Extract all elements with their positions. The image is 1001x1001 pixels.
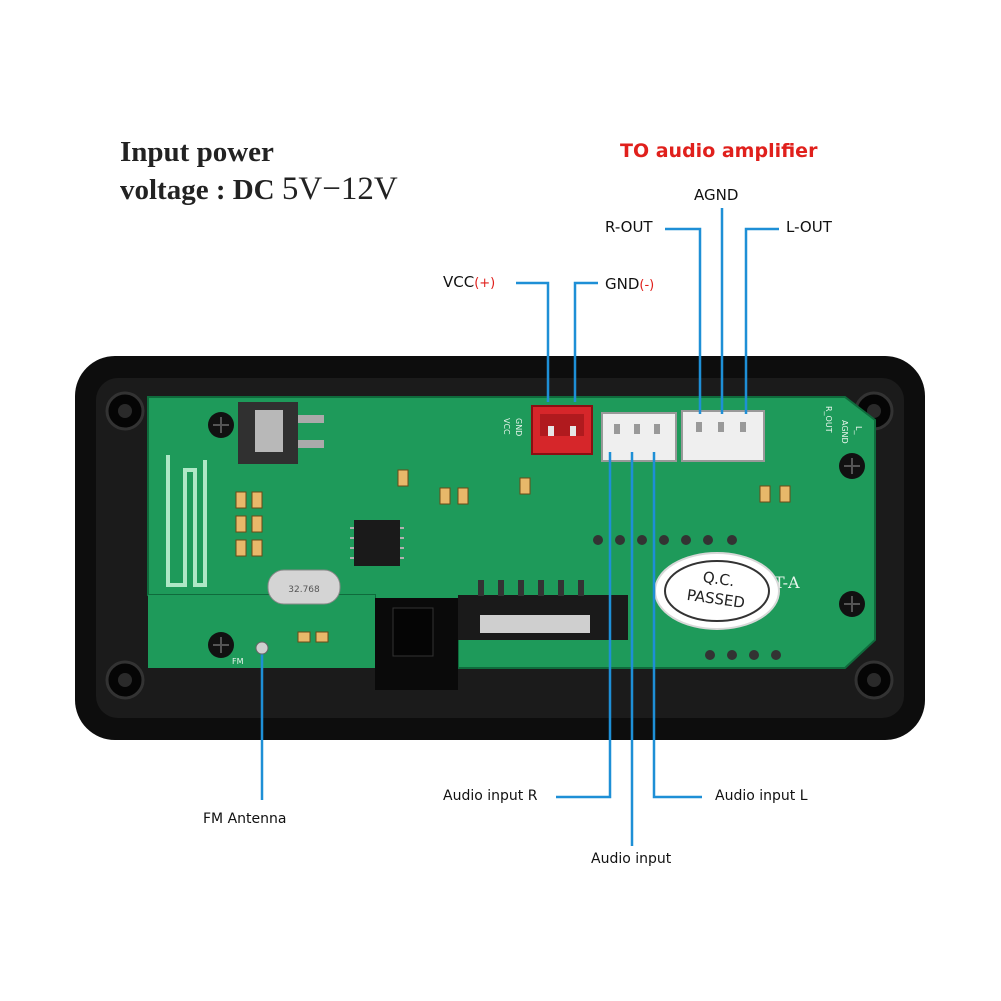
- title-voltage-value: 5V−12V: [281, 171, 398, 207]
- fm-antenna-label: FM Antenna: [203, 811, 287, 827]
- title-voltage-prefix: voltage : DC: [120, 174, 275, 206]
- r-out-callout-line: [665, 227, 702, 414]
- audio-input-r-callout-line: [556, 452, 612, 799]
- smd-components: [235, 469, 791, 643]
- callout-lines: [260, 208, 779, 846]
- silk-gnd: GND: [514, 418, 523, 436]
- sd-card-contacts: [480, 615, 590, 633]
- gnd-sign: (-): [639, 278, 655, 293]
- qc-text: Q.C.: [702, 568, 736, 590]
- sd-pin-row: [478, 580, 584, 596]
- case-screw-holes: [105, 391, 894, 700]
- audio-output-connector: [681, 410, 765, 462]
- silk-agnd: AGND: [840, 420, 849, 444]
- vcc-text: VCC: [443, 273, 475, 291]
- gnd-text: GND: [605, 275, 640, 293]
- silk-fm: FM: [232, 657, 244, 666]
- fm-antenna-pad: [255, 641, 269, 655]
- aux-jack: [392, 607, 434, 657]
- audio-input-r-label: Audio input R: [443, 788, 538, 804]
- silk-r-out: R_OUT: [824, 406, 833, 433]
- pcb-screws: [208, 412, 865, 658]
- audio-input-l-callout-line: [652, 452, 702, 799]
- vcc-sign: (+): [474, 276, 496, 291]
- crystal-oscillator: [267, 569, 341, 605]
- main-ic-chip: [354, 520, 400, 566]
- agnd-label: AGND: [694, 186, 739, 204]
- audio-input-l-label: Audio input L: [715, 788, 808, 804]
- r-out-label: R-OUT: [605, 218, 653, 236]
- audio-input-connector: [601, 412, 677, 462]
- gnd-label: GND(-): [605, 275, 654, 293]
- pin-header-row: [593, 535, 737, 545]
- vcc-label: VCC(+): [443, 273, 495, 291]
- silk-vcc: VCC: [502, 418, 511, 435]
- audio-input-label: Audio input: [591, 851, 672, 867]
- l-out-callout-line: [744, 227, 779, 414]
- gnd-callout-line: [573, 281, 598, 402]
- pcb-antenna-trace: [166, 455, 207, 587]
- vcc-callout-line: [516, 281, 550, 402]
- silk-ta: T-A: [774, 573, 800, 592]
- bottom-pin-row: [705, 650, 781, 660]
- title-line-1: Input power: [120, 136, 274, 168]
- title-line-2: voltage : DC 5V−12V: [120, 172, 398, 207]
- crystal-label: 32.768: [288, 585, 320, 595]
- amplifier-heading: TO audio amplifier: [620, 140, 818, 162]
- l-out-label: L-OUT: [786, 218, 832, 236]
- silk-l: L_: [854, 426, 863, 435]
